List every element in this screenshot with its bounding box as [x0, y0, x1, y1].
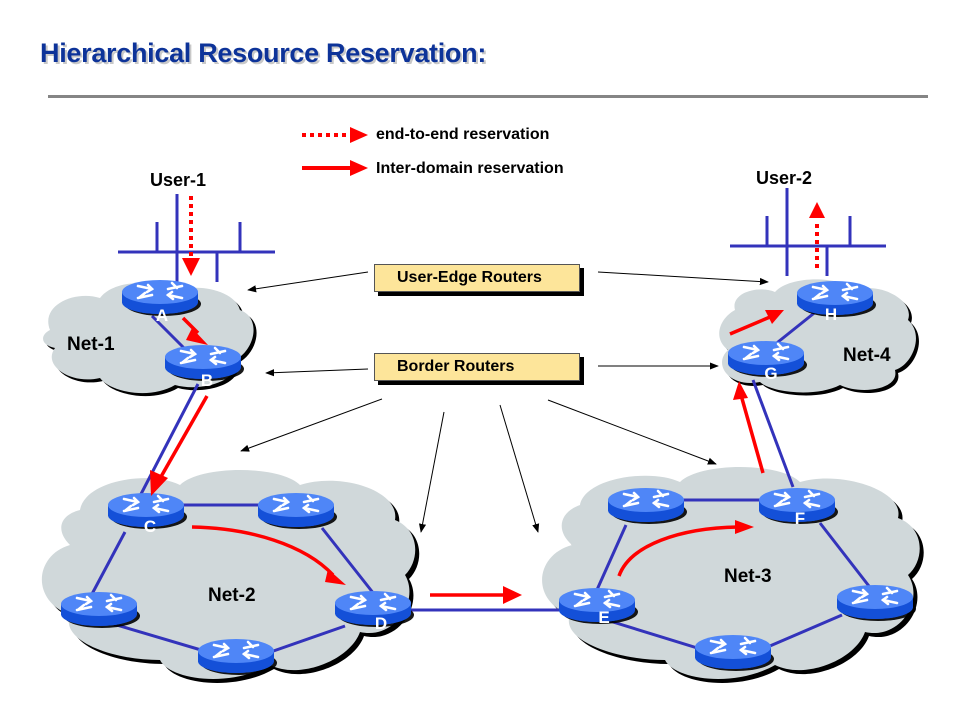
link-F-n3r4 — [818, 522, 874, 591]
link-B-C — [138, 383, 200, 497]
net4-label: Net-4 — [843, 345, 891, 366]
end-to-end-reservation-user1 — [182, 196, 200, 276]
reservation-C-D — [191, 525, 335, 577]
link-n2r2-D — [320, 527, 376, 595]
slide-title: Hierarchical Resource Reservation: — [40, 38, 487, 68]
pointer-to-D — [418, 411, 445, 533]
reservation-G-H — [729, 315, 771, 336]
reservation-E-F — [617, 525, 739, 577]
router-label-H: H — [825, 305, 837, 324]
router-n2r4[interactable] — [59, 590, 142, 630]
reservation-arrowhead — [733, 381, 748, 400]
net3-label: Net-3 — [724, 566, 772, 587]
legend-dotted-arrow — [302, 127, 368, 143]
pointer-to-F — [547, 399, 717, 465]
router-label-F: F — [795, 509, 805, 528]
reservation-A-B — [181, 316, 200, 335]
user1-label: User-1 — [150, 170, 206, 190]
callout-pointers — [240, 271, 769, 533]
inter-domain-reservations — [156, 315, 771, 597]
router-n3r5[interactable] — [693, 633, 776, 673]
reservation-F-G — [739, 394, 765, 474]
router-label-B: B — [201, 371, 213, 390]
reservation-arrowhead — [150, 470, 168, 496]
router-label-E: E — [598, 608, 609, 627]
router-label-C: C — [144, 517, 156, 536]
reservation-arrowhead — [325, 569, 346, 585]
callout-user-edge-routers: User-Edge Routers — [374, 264, 580, 292]
user2-lan — [730, 188, 886, 276]
router-label-G: G — [764, 364, 777, 383]
legend-solid-arrow — [302, 160, 368, 176]
router-label-D: D — [375, 614, 387, 633]
reservation-B-C — [156, 395, 209, 483]
legend-label-inter-domain: Inter-domain reservation — [376, 160, 564, 177]
link-C-n2r4 — [90, 531, 127, 595]
router-label-A: A — [156, 306, 168, 325]
net2-label: Net-2 — [208, 585, 256, 606]
link-A-B — [150, 314, 190, 354]
end-to-end-reservation-user2 — [809, 202, 825, 268]
pointer-to-E — [499, 404, 540, 533]
user1-lan — [118, 194, 275, 282]
link-n2r5-D — [261, 624, 346, 657]
user2-label: User-2 — [756, 168, 812, 188]
pointer-to-B — [265, 368, 369, 377]
reservation-arrowhead — [503, 586, 522, 604]
net1-label: Net-1 — [67, 334, 115, 355]
router-n2r2[interactable] — [256, 491, 339, 531]
link-F-G — [751, 379, 795, 488]
callout-border-routers: Border Routers — [374, 353, 580, 381]
pointer-to-C — [240, 398, 383, 452]
title-divider — [48, 95, 928, 98]
link-E-n3r2 — [594, 524, 628, 593]
reservation-arrowhead — [735, 520, 754, 534]
pointer-to-H — [597, 271, 769, 286]
router-n3r4[interactable] — [835, 583, 918, 623]
reservation-arrowhead — [186, 328, 208, 345]
pointer-to-A — [247, 271, 369, 293]
legend-label-end-to-end: end-to-end reservation — [376, 126, 550, 143]
reservation-arrowhead — [765, 310, 784, 324]
router-n3r2[interactable] — [606, 486, 689, 526]
router-n2r5[interactable] — [196, 637, 279, 677]
